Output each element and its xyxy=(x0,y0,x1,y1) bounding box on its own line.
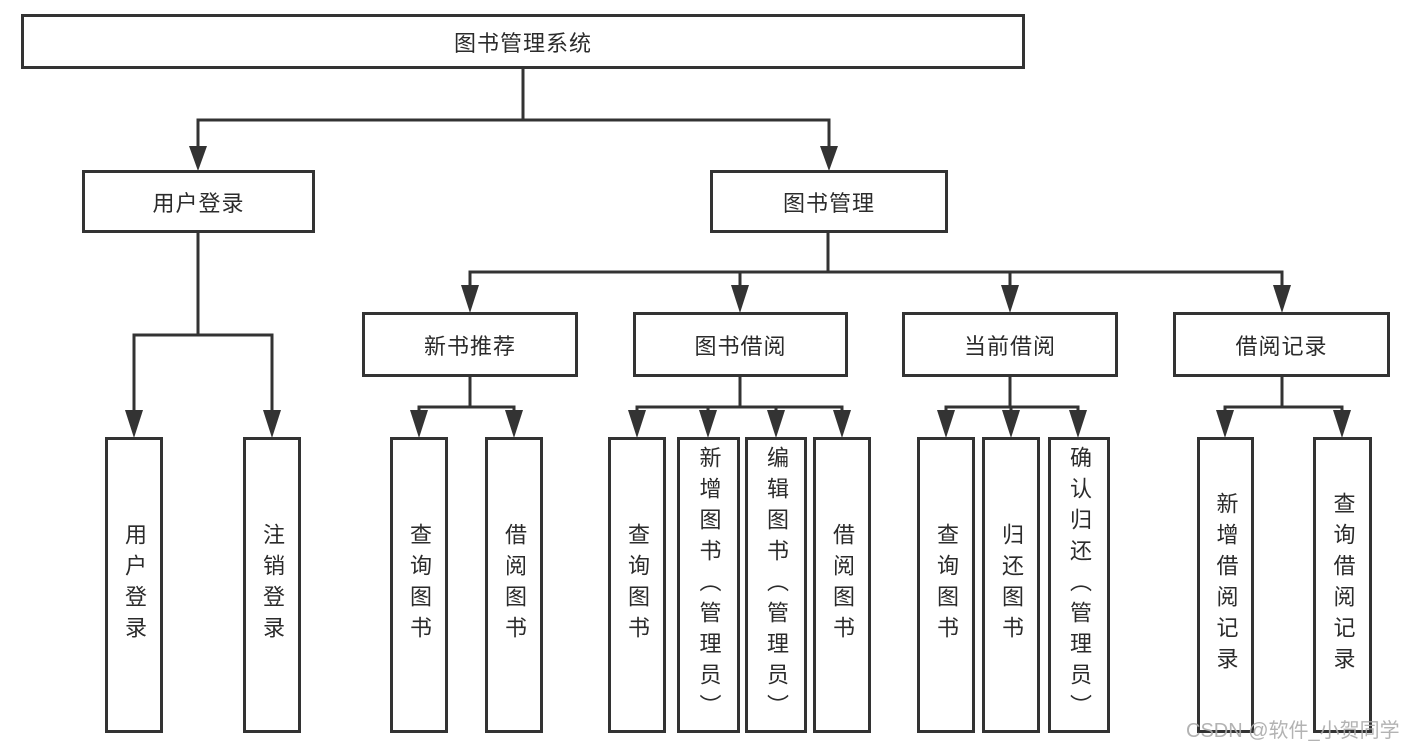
node-bb-add-books: 新增图书（管理员） xyxy=(677,437,740,733)
arrowhead-current-borrow xyxy=(1001,285,1019,313)
arrowhead-user-login xyxy=(189,146,207,171)
arrowhead-book-management xyxy=(820,146,838,171)
branch-book-borrow xyxy=(635,405,844,412)
branch-new-book-recommend xyxy=(417,405,516,412)
branch-level1 xyxy=(196,118,831,149)
arrowhead-bb-query xyxy=(628,410,646,438)
node-borrow-records-label: 借阅记录 xyxy=(1235,333,1328,359)
arrowhead-cb-return xyxy=(1002,410,1020,438)
arrowhead-bb-borrow xyxy=(833,410,851,438)
node-bb-borrow-books: 借阅图书 xyxy=(813,437,871,733)
branch-level2 xyxy=(468,270,1284,287)
node-cb-confirm-return-label: 确认归还（管理员） xyxy=(1067,445,1092,725)
arrowhead-bb-add xyxy=(699,410,717,438)
branch-user-login xyxy=(132,333,274,412)
node-br-query-record: 查询借阅记录 xyxy=(1313,437,1372,733)
arrowhead-bb-edit xyxy=(767,410,785,438)
node-new-book-recommend-label: 新书推荐 xyxy=(423,333,516,359)
node-book-borrow-label: 图书借阅 xyxy=(694,333,787,359)
node-br-query-record-label: 查询借阅记录 xyxy=(1330,492,1356,678)
arrowhead-new-book-recommend xyxy=(461,285,479,313)
arrowhead-br-query xyxy=(1333,410,1351,438)
node-br-add-record: 新增借阅记录 xyxy=(1197,437,1254,733)
node-login: 用户登录 xyxy=(105,437,163,733)
node-cb-confirm-return: 确认归还（管理员） xyxy=(1048,437,1110,733)
arrowhead-cb-query xyxy=(937,410,955,438)
arrowhead-nb-query xyxy=(410,410,428,438)
node-bb-add-books-label: 新增图书（管理员） xyxy=(696,445,722,725)
node-new-book-recommend: 新书推荐 xyxy=(362,312,578,377)
node-login-label: 用户登录 xyxy=(122,523,147,647)
node-nb-query-books: 查询图书 xyxy=(390,437,448,733)
node-root-label: 图书管理系统 xyxy=(453,30,592,56)
node-current-borrow: 当前借阅 xyxy=(902,312,1118,377)
arrowhead-book-borrow xyxy=(731,285,749,313)
node-bb-query-books: 查询图书 xyxy=(608,437,666,733)
arrowhead-login xyxy=(125,410,143,438)
arrowhead-logout xyxy=(263,410,281,438)
node-nb-query-books-label: 查询图书 xyxy=(407,523,432,647)
node-book-management-label: 图书管理 xyxy=(782,190,875,216)
node-book-borrow: 图书借阅 xyxy=(633,312,848,377)
node-bb-edit-books: 编辑图书（管理员） xyxy=(745,437,807,733)
node-logout-label: 注销登录 xyxy=(260,523,285,647)
arrowhead-br-add xyxy=(1216,410,1234,438)
node-user-login: 用户登录 xyxy=(82,170,315,233)
node-nb-borrow-books-label: 借阅图书 xyxy=(502,523,527,647)
node-cb-query-books: 查询图书 xyxy=(917,437,975,733)
node-cb-return-books: 归还图书 xyxy=(982,437,1040,733)
node-borrow-records: 借阅记录 xyxy=(1173,312,1390,377)
node-nb-borrow-books: 借阅图书 xyxy=(485,437,543,733)
node-root: 图书管理系统 xyxy=(21,14,1025,69)
node-cb-query-books-label: 查询图书 xyxy=(934,523,959,647)
node-bb-query-books-label: 查询图书 xyxy=(625,523,650,647)
node-bb-borrow-books-label: 借阅图书 xyxy=(830,523,855,647)
node-bb-edit-books-label: 编辑图书（管理员） xyxy=(764,445,789,725)
node-logout: 注销登录 xyxy=(243,437,301,733)
arrowhead-borrow-records xyxy=(1273,285,1291,313)
branch-borrow-records xyxy=(1223,405,1344,412)
watermark-text: CSDN @软件_小贺同学 xyxy=(1186,720,1400,742)
node-current-borrow-label: 当前借阅 xyxy=(963,333,1056,359)
arrowhead-nb-borrow xyxy=(505,410,523,438)
node-br-add-record-label: 新增借阅记录 xyxy=(1213,492,1239,678)
node-book-management: 图书管理 xyxy=(710,170,948,233)
node-cb-return-books-label: 归还图书 xyxy=(999,523,1024,647)
arrowhead-cb-confirm xyxy=(1069,410,1087,438)
node-user-login-label: 用户登录 xyxy=(152,190,245,216)
